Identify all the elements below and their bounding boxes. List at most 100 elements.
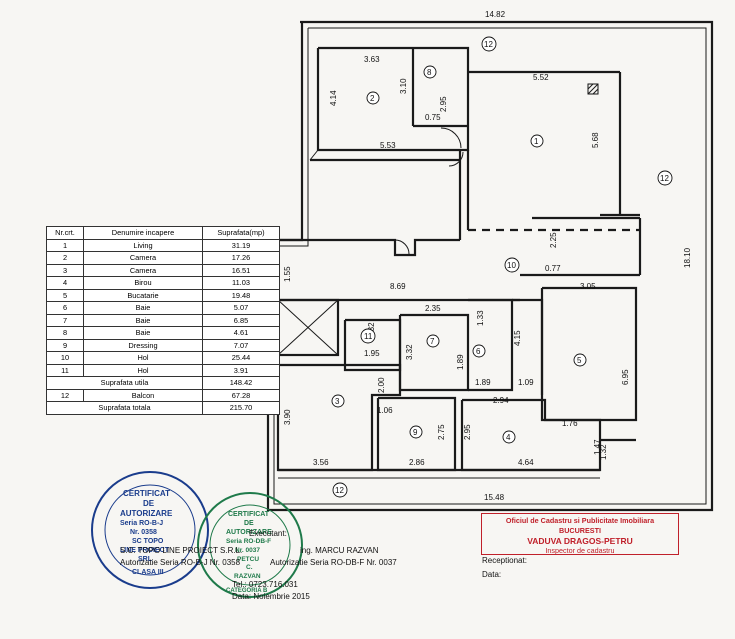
- cell-nr: 6: [46, 301, 84, 315]
- svg-text:AUTORIZARE: AUTORIZARE: [120, 509, 173, 518]
- svg-text:SRL: SRL: [138, 556, 153, 563]
- svg-text:C.: C.: [246, 564, 253, 571]
- svg-text:3.63: 3.63: [364, 55, 380, 64]
- svg-text:1.76: 1.76: [562, 419, 578, 428]
- cell-name: Camera: [83, 263, 203, 277]
- svg-text:3.10: 3.10: [399, 78, 408, 94]
- util-value: 148.42: [202, 376, 280, 390]
- svg-text:3: 3: [335, 397, 340, 406]
- data-label: Data:: [482, 570, 502, 579]
- executant-label: Executant:: [249, 529, 287, 538]
- cell-nr: 4: [46, 276, 84, 290]
- cell-area: 6.85: [202, 313, 280, 327]
- svg-text:5.68: 5.68: [591, 132, 600, 148]
- room-number-markers: 1 2 3 4 5 6 7 8 9 10 11 12 12 12: [331, 36, 673, 498]
- receptionat-label: Receptionat:: [482, 556, 527, 565]
- svg-text:12: 12: [335, 486, 344, 495]
- right-authorization-stamp: CERTIFICAT DE AUTORIZARE Seria RO-DB-F N…: [197, 492, 303, 598]
- balcon-row: 12 Balcon 67.28: [46, 388, 280, 402]
- svg-text:5.52: 5.52: [533, 73, 549, 82]
- cell-nr: 5: [46, 288, 84, 302]
- oficiu-line4: Inspector de cadastru: [545, 546, 615, 555]
- cell-name: Dressing: [83, 338, 203, 352]
- svg-text:2.95: 2.95: [463, 424, 472, 440]
- oficiu-line1: Oficiul de Cadastru si Publicitate Imobi…: [505, 516, 655, 525]
- executant-person: ing. MARCU RAZVAN: [300, 546, 379, 555]
- cell-area: 25.44: [202, 351, 280, 365]
- svg-text:2.86: 2.86: [409, 458, 425, 467]
- svg-text:SC TOPO: SC TOPO: [132, 538, 164, 545]
- table-header-row: Nr.crt. Denumire incapere Suprafata(mp): [46, 226, 280, 240]
- cell-area: 16.51: [202, 263, 280, 277]
- svg-text:18.10: 18.10: [683, 247, 692, 268]
- svg-text:6.95: 6.95: [621, 369, 630, 385]
- balcon-label: Balcon: [83, 388, 203, 402]
- svg-text:4.15: 4.15: [513, 330, 522, 346]
- cell-name: Baie: [83, 326, 203, 340]
- executant-autorizatie-1: Autorizatie Seria RO-B-J Nr. 0358: [120, 558, 241, 567]
- svg-text:CATEGORIA B: CATEGORIA B: [226, 588, 268, 594]
- svg-text:CERTIFICAT: CERTIFICAT: [228, 511, 270, 518]
- svg-text:CERTIFICAT: CERTIFICAT: [123, 489, 170, 498]
- oficiu-line2: BUCURESTI: [559, 526, 601, 535]
- svg-text:14.82: 14.82: [485, 10, 506, 19]
- executant-company: S.C. TOPO LINE PROIECT S.R.L.: [120, 546, 243, 555]
- svg-text:9: 9: [413, 428, 418, 437]
- col-name: Denumire incapere: [83, 226, 203, 240]
- cell-nr: 3: [46, 263, 84, 277]
- svg-text:DE: DE: [143, 499, 155, 508]
- svg-text:3.05: 3.05: [580, 282, 596, 291]
- cell-area: 4.61: [202, 326, 280, 340]
- col-nr: Nr.crt.: [46, 226, 84, 240]
- cell-name: Birou: [83, 276, 203, 290]
- room-area-table: Nr.crt. Denumire incapere Suprafata(mp) …: [46, 226, 280, 415]
- cell-name: Baie: [83, 313, 203, 327]
- cell-name: Hol: [83, 351, 203, 365]
- cell-area: 11.03: [202, 276, 280, 290]
- svg-text:2: 2: [370, 94, 375, 103]
- cell-nr: 7: [46, 313, 84, 327]
- svg-text:0.75: 0.75: [425, 113, 441, 122]
- svg-text:1.32: 1.32: [599, 444, 608, 460]
- cell-name: Camera: [83, 251, 203, 265]
- svg-text:8.69: 8.69: [390, 282, 406, 291]
- cell-nr: 11: [46, 363, 84, 377]
- svg-text:5.53: 5.53: [380, 141, 396, 150]
- svg-text:PETCU: PETCU: [237, 556, 259, 563]
- svg-text:8: 8: [427, 68, 432, 77]
- cell-area: 5.07: [202, 301, 280, 315]
- svg-text:11: 11: [364, 332, 373, 341]
- svg-text:15.48: 15.48: [484, 493, 505, 502]
- left-authorization-stamp: CERTIFICAT DE AUTORIZARE Seria RO-B-J Nr…: [91, 471, 209, 589]
- svg-text:3.90: 3.90: [283, 409, 292, 425]
- svg-text:DE: DE: [244, 520, 254, 527]
- svg-text:Nr. 0037: Nr. 0037: [235, 547, 260, 554]
- svg-text:12: 12: [660, 174, 669, 183]
- svg-text:RAZVAN: RAZVAN: [234, 573, 261, 580]
- cell-area: 17.26: [202, 251, 280, 265]
- svg-text:2.94: 2.94: [493, 396, 509, 405]
- total-row: Suprafata totala 215.70: [46, 401, 280, 415]
- svg-text:4.64: 4.64: [518, 458, 534, 467]
- total-label: Suprafata totala: [46, 401, 203, 415]
- svg-text:1.55: 1.55: [283, 266, 292, 282]
- svg-text:7: 7: [430, 337, 435, 346]
- svg-text:1.89: 1.89: [475, 378, 491, 387]
- cell-name: Baie: [83, 301, 203, 315]
- svg-text:LINE PROIECT: LINE PROIECT: [120, 547, 170, 554]
- room-5-walls: [540, 286, 638, 422]
- hall-10-walls: [270, 238, 460, 257]
- svg-text:1.47: 1.47: [593, 439, 602, 455]
- total-value: 215.70: [202, 401, 280, 415]
- svg-text:10: 10: [507, 261, 516, 270]
